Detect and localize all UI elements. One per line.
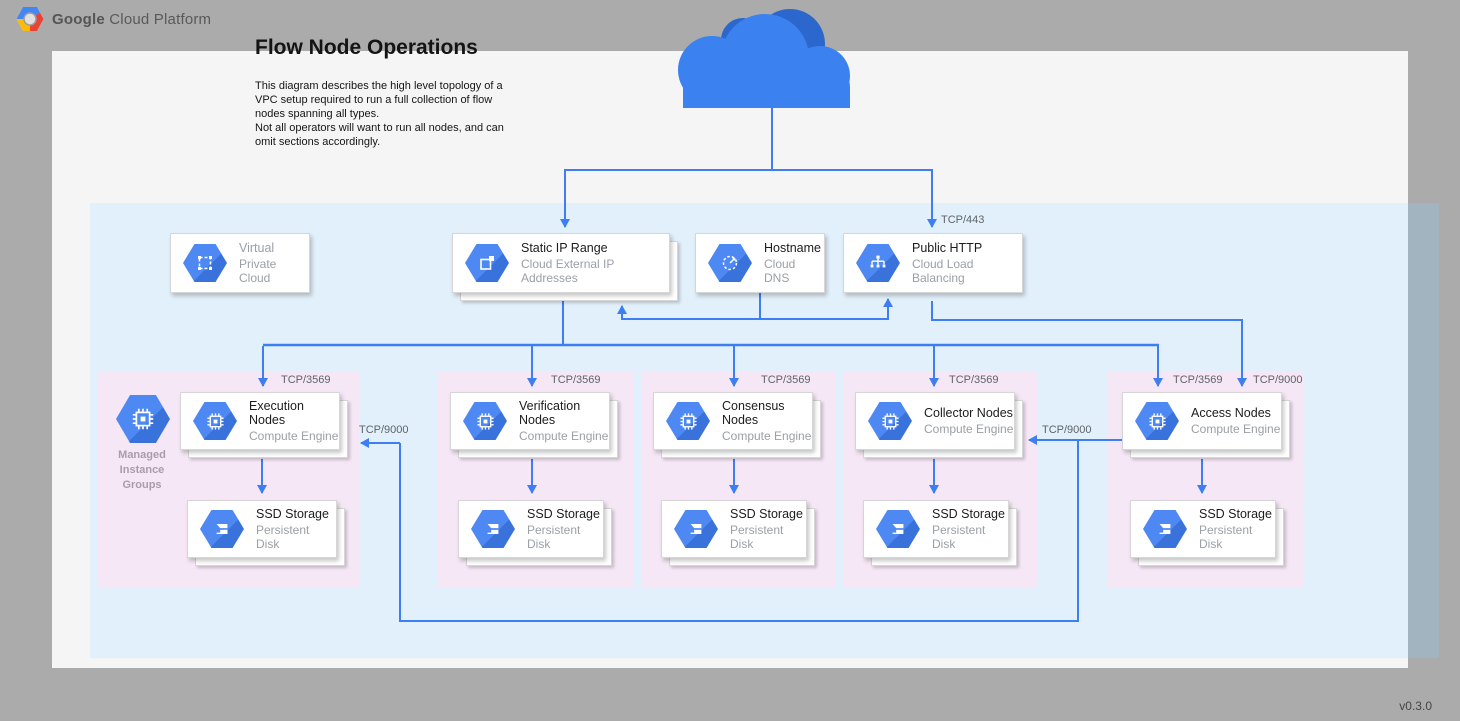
vpc-card-line2: Private Cloud — [239, 257, 277, 285]
static-ip-range-card: Static IP Range Cloud External IP Addres… — [452, 233, 678, 301]
port-label-collector-3569: TCP/3569 — [949, 374, 999, 386]
external-ip-icon — [465, 244, 509, 282]
collector-nodes-title: Collector Nodes — [924, 406, 1013, 420]
page-title: Flow Node Operations — [255, 36, 478, 59]
consensus-ssd-title: SSD Storage — [730, 507, 803, 521]
access-nodes-subtitle: Compute Engine — [1191, 422, 1281, 436]
static-ip-title: Static IP Range — [521, 241, 608, 255]
load-balancer-icon — [856, 244, 900, 282]
collector-ssd-card: SSD Storage Persistent Disk — [863, 500, 1017, 566]
port-label-execution-9000: TCP/9000 — [359, 424, 409, 436]
verification-nodes-card: Verification Nodes Compute Engine — [450, 392, 618, 458]
persistent-disk-icon — [674, 510, 718, 548]
hostname-subtitle: Cloud DNS — [764, 257, 796, 285]
compute-engine-icon — [666, 402, 710, 440]
port-label-verification-3569: TCP/3569 — [551, 374, 601, 386]
consensus-ssd-card: SSD Storage Persistent Disk — [661, 500, 815, 566]
consensus-nodes-subtitle: Compute Engine — [722, 429, 812, 443]
managed-instance-groups-label: Managed Instance Groups — [118, 449, 166, 491]
persistent-disk-icon — [200, 510, 244, 548]
verification-nodes-title: Verification Nodes — [519, 399, 581, 427]
virtual-private-cloud-card: Virtual Private Cloud — [170, 233, 310, 293]
port-label-execution-3569: TCP/3569 — [281, 374, 331, 386]
port-label-tcp443: TCP/443 — [941, 214, 985, 226]
persistent-disk-icon — [471, 510, 515, 548]
collector-nodes-subtitle: Compute Engine — [924, 422, 1014, 436]
compute-engine-icon — [868, 402, 912, 440]
access-ssd-subtitle: Persistent Disk — [1199, 523, 1253, 551]
execution-ssd-title: SSD Storage — [256, 507, 329, 521]
cloud-icon — [678, 9, 850, 108]
persistent-disk-icon — [876, 510, 920, 548]
execution-nodes-subtitle: Compute Engine — [249, 429, 339, 443]
hostname-card: Hostname Cloud DNS — [695, 233, 825, 293]
collector-nodes-card: Collector Nodes Compute Engine — [855, 392, 1023, 458]
port-label-collector-9000: TCP/9000 — [1042, 424, 1092, 436]
version-label: v0.3.0 — [1399, 699, 1432, 713]
port-label-access-9000: TCP/9000 — [1253, 374, 1303, 386]
dns-icon — [708, 244, 752, 282]
execution-nodes-title: Execution Nodes — [249, 399, 304, 427]
port-label-consensus-3569: TCP/3569 — [761, 374, 811, 386]
consensus-nodes-card: Consensus Nodes Compute Engine — [653, 392, 821, 458]
compute-engine-icon — [1135, 402, 1179, 440]
verification-ssd-subtitle: Persistent Disk — [527, 523, 581, 551]
public-http-card: Public HTTP Cloud Load Balancing — [843, 233, 1023, 293]
page-description: This diagram describes the high level to… — [255, 80, 504, 148]
static-ip-subtitle: Cloud External IP Addresses — [521, 257, 615, 285]
consensus-nodes-title: Consensus Nodes — [722, 399, 785, 427]
execution-ssd-subtitle: Persistent Disk — [256, 523, 310, 551]
logo-text: Google Cloud Platform — [52, 11, 211, 28]
port-label-access-3569: TCP/3569 — [1173, 374, 1223, 386]
consensus-ssd-subtitle: Persistent Disk — [730, 523, 784, 551]
access-nodes-title: Access Nodes — [1191, 406, 1271, 420]
access-ssd-card: SSD Storage Persistent Disk — [1130, 500, 1284, 566]
collector-ssd-subtitle: Persistent Disk — [932, 523, 986, 551]
verification-ssd-title: SSD Storage — [527, 507, 600, 521]
logo-text-google: Google — [52, 11, 105, 28]
vpc-zone-overhang — [1408, 203, 1439, 658]
execution-nodes-card: Execution Nodes Compute Engine — [180, 392, 348, 458]
compute-engine-icon — [463, 402, 507, 440]
logo-text-cloud-platform: Cloud Platform — [109, 11, 212, 28]
persistent-disk-icon — [1143, 510, 1187, 548]
verification-ssd-card: SSD Storage Persistent Disk — [458, 500, 612, 566]
verification-nodes-subtitle: Compute Engine — [519, 429, 609, 443]
gcp-logo-icon — [16, 7, 44, 31]
execution-ssd-card: SSD Storage Persistent Disk — [187, 500, 345, 566]
public-http-subtitle: Cloud Load Balancing — [912, 257, 974, 285]
compute-engine-icon — [193, 402, 237, 440]
public-http-title: Public HTTP — [912, 241, 983, 255]
vpc-card-line1: Virtual — [239, 241, 275, 255]
access-ssd-title: SSD Storage — [1199, 507, 1272, 521]
collector-ssd-title: SSD Storage — [932, 507, 1005, 521]
vpc-icon — [183, 244, 227, 282]
hostname-title: Hostname — [764, 241, 821, 255]
access-nodes-card: Access Nodes Compute Engine — [1122, 392, 1290, 458]
